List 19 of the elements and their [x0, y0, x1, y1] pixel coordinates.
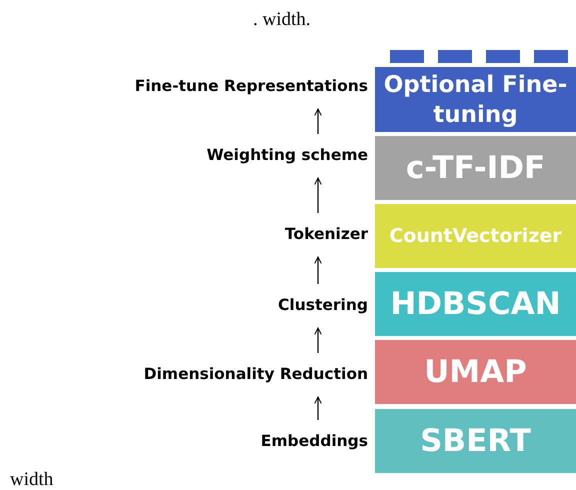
caption-text: . width.	[253, 8, 311, 32]
step-label: Dimensionality Reduction	[60, 365, 368, 385]
layer-block: UMAP	[375, 340, 576, 404]
layer-block: c-TF-IDF	[375, 136, 576, 200]
arrow	[314, 396, 322, 420]
layer-block: SBERT	[375, 409, 576, 473]
step-label: Weighting scheme	[60, 146, 368, 166]
step-label: Tokenizer	[60, 225, 368, 245]
arrow	[314, 108, 322, 134]
step-label: Embeddings	[60, 432, 368, 452]
layer-block: CountVectorizer	[375, 204, 576, 268]
arrow	[314, 178, 322, 213]
arrow	[314, 328, 322, 353]
arrow	[314, 256, 322, 284]
caption-text: width	[10, 470, 54, 490]
layer-block: HDBSCAN	[375, 272, 576, 336]
step-label: Clustering	[60, 296, 368, 316]
layer-block: Optional Fine-tuning	[375, 67, 576, 132]
step-label: Fine-tune Representations	[60, 77, 368, 97]
